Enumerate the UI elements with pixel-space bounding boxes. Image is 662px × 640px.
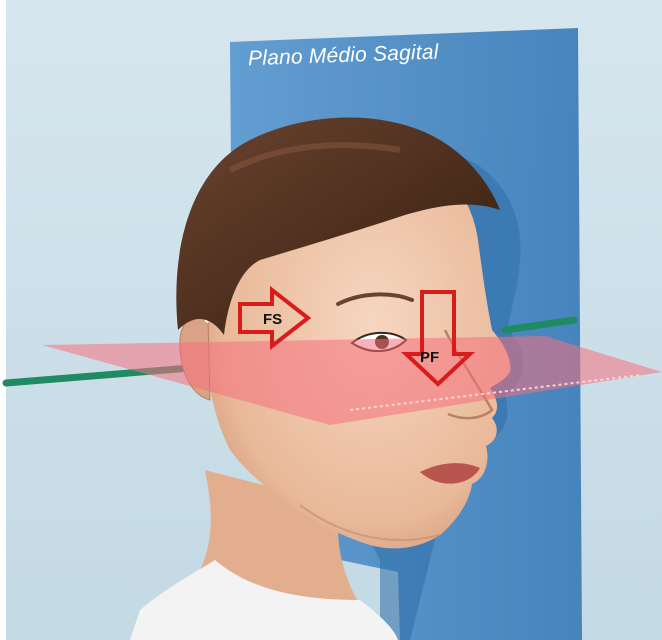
pf-label: PF: [420, 349, 439, 366]
left-border: [0, 0, 6, 640]
fs-label: FS: [263, 311, 282, 328]
